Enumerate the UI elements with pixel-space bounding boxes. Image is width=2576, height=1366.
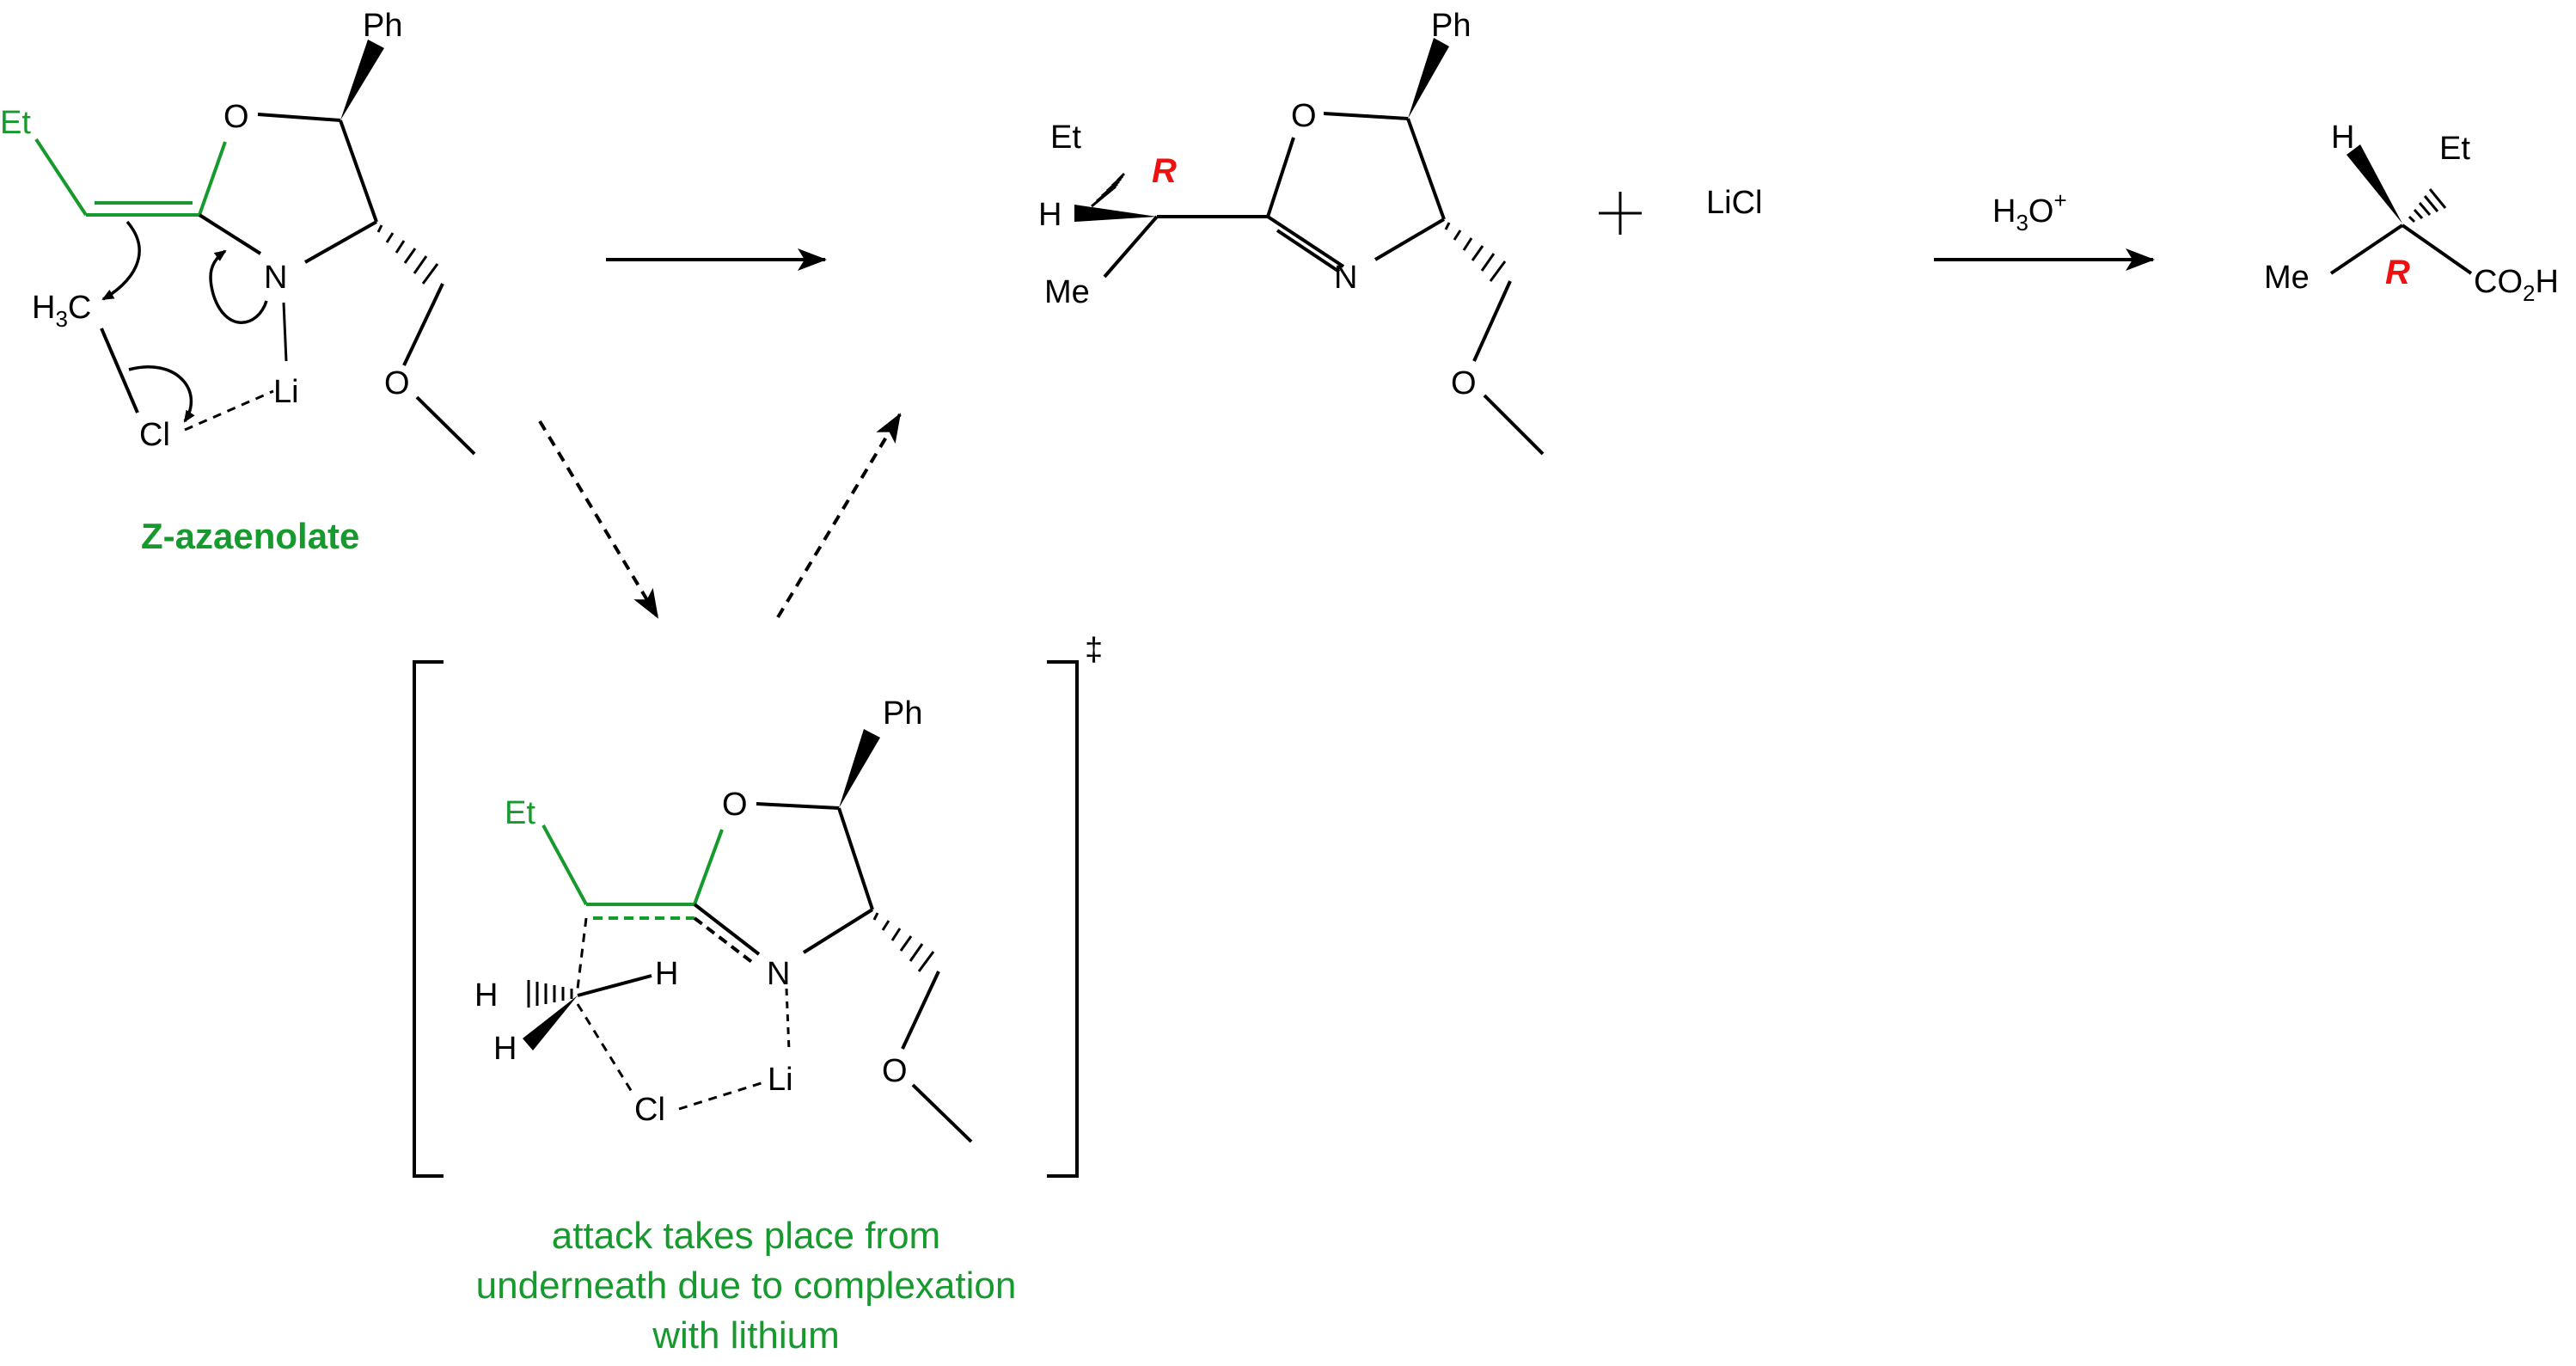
azaenolate-structure [34,40,476,456]
methoxy-oxygen-label: O [384,365,410,401]
ts-brackets [413,660,1079,1178]
phenyl-label: Ph [883,695,922,732]
caption: attack takes place from underneath due t… [476,1215,1017,1357]
carboxyl-label: CO2H [2474,264,2559,306]
ethyl-label: Et [1050,119,1081,156]
stereodescriptor-label: R [2385,254,2410,291]
ethyl-label: Et [0,105,31,141]
stereodescriptor-label: R [1152,152,1177,190]
methoxy-oxygen-label: O [882,1053,908,1089]
methoxy-oxygen-label: O [1451,365,1477,401]
oxazoline-labels: Et H Me R O N Ph O [1038,8,1477,401]
hydrogen-label: H [474,977,498,1014]
byproduct-group: LiCl [1599,185,1762,235]
caption-line-3: with lithium [652,1314,840,1357]
methyl-label: H3C [32,290,91,332]
phenyl-label: Ph [363,8,402,44]
ring-oxygen-label: O [722,787,748,823]
methyl-label: Me [1044,274,1090,310]
lithium-label: Li [273,374,299,410]
dashed-arrow-to-ts [538,420,659,619]
chlorine-label: Cl [139,417,170,453]
caption-line-1: attack takes place from [552,1215,940,1257]
ring-nitrogen-label: N [264,260,287,296]
dashed-arrow-from-ts [776,413,902,619]
hydrogen-label: H [1038,197,1062,233]
ethyl-label: Et [2439,131,2470,167]
caption-line-2: underneath due to complexation [476,1265,1017,1307]
ring-oxygen-label: O [223,99,249,135]
hydrogen-label: H [655,956,678,992]
double-dagger-symbol: ‡ [1085,632,1103,668]
ts-labels: Et O Ph N H H H Cl Li O [474,695,922,1128]
oxazoline-structure [1074,38,1545,456]
phenyl-label: Ph [1431,8,1471,44]
ring-nitrogen-label: N [1334,260,1357,296]
ethyl-label: Et [505,795,535,831]
hashed-bond [376,224,439,285]
azaenolate-title: Z-azaenolate [141,516,359,556]
chlorine-label: Cl [634,1092,665,1128]
hydrogen-label: H [493,1031,517,1067]
acid-labels: H Et Me R CO2H [2264,119,2559,306]
ring-oxygen-label: O [1291,98,1317,134]
lithium-label: Li [768,1062,793,1098]
ring-nitrogen-label: N [767,956,790,992]
hydrogen-label: H [2331,119,2354,156]
azaenolate-labels: Et O Ph N H3C Cl Li O Z-azaenolate [0,8,410,556]
ts-structure [523,729,973,1143]
acid-structure [2329,144,2473,275]
methyl-label: Me [2264,260,2310,296]
lithium-chloride-label: LiCl [1706,185,1762,221]
hydrolysis-reagent: H3O+ [1992,187,2067,236]
